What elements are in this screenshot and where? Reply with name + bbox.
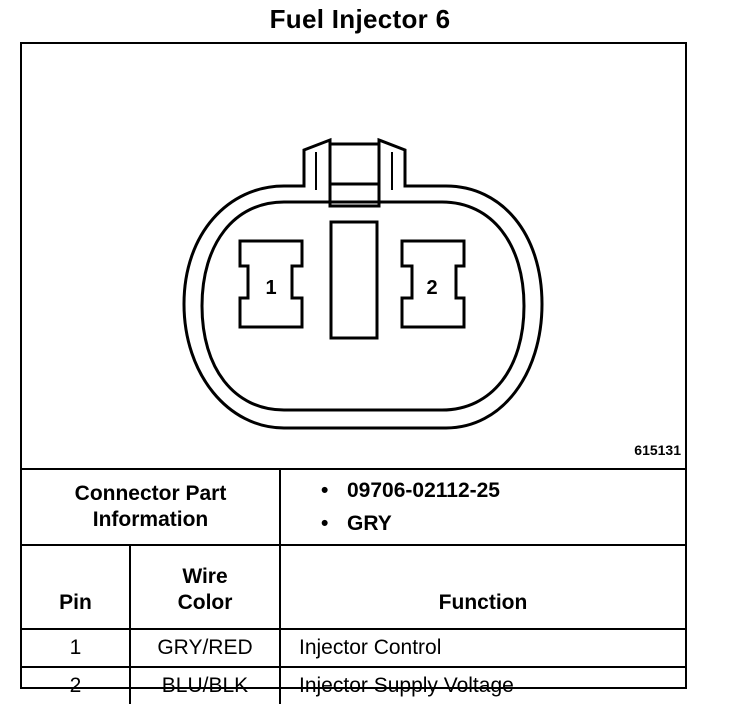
connector-part-values-cell: •09706-02112-25 •GRY xyxy=(279,468,685,546)
header-wire-color-line1: Wire xyxy=(182,565,228,588)
connector-inner-face xyxy=(200,200,526,412)
part-number-item: •09706-02112-25 xyxy=(321,479,500,502)
header-function: Function xyxy=(279,544,685,630)
part-number: 09706-02112-25 xyxy=(347,479,500,502)
connector-part-label-line2: Information xyxy=(92,508,209,531)
table-header-row: Pin Wire Color Function xyxy=(22,544,685,630)
pin-cell: 1 xyxy=(22,628,131,668)
pin-2-cavity xyxy=(400,239,466,329)
connector-outer-shell xyxy=(182,137,544,430)
wire-color-cell: BLU/BLK xyxy=(129,666,281,704)
latch-tab xyxy=(328,142,381,208)
table-row: 1 GRY/RED Injector Control xyxy=(22,628,685,668)
page-title: Fuel Injector 6 xyxy=(269,4,451,34)
wire-color-cell: GRY/RED xyxy=(129,628,281,668)
pin-1-cavity xyxy=(238,239,304,329)
function-cell: Injector Supply Voltage xyxy=(279,666,685,704)
center-key xyxy=(329,220,379,340)
connector-info-table: Connector Part Information •09706-02112-… xyxy=(22,468,685,704)
function-cell: Injector Control xyxy=(279,628,685,668)
part-color-item: •GRY xyxy=(321,512,392,535)
connector-part-label-line1: Connector Part xyxy=(74,482,227,505)
connector-part-label-cell: Connector Part Information xyxy=(22,468,281,546)
header-wire-color-line2: Color xyxy=(177,591,233,614)
figure-reference-code: 615131 xyxy=(634,442,681,458)
pin-1-label: 1 xyxy=(265,277,276,299)
pin-cell: 2 xyxy=(22,666,131,704)
header-wire-color: Wire Color xyxy=(129,544,281,630)
connector-diagram: 1 2 615131 xyxy=(22,44,685,468)
connector-part-row: Connector Part Information •09706-02112-… xyxy=(22,468,685,546)
pin-2-label: 2 xyxy=(426,277,437,299)
connector-face-drawing: 1 2 xyxy=(182,137,544,430)
part-color: GRY xyxy=(347,512,392,535)
table-row: 2 BLU/BLK Injector Supply Voltage xyxy=(22,666,685,704)
header-pin: Pin xyxy=(22,544,131,630)
connector-frame: 1 2 615131 Connector Part Information •0… xyxy=(20,42,687,704)
